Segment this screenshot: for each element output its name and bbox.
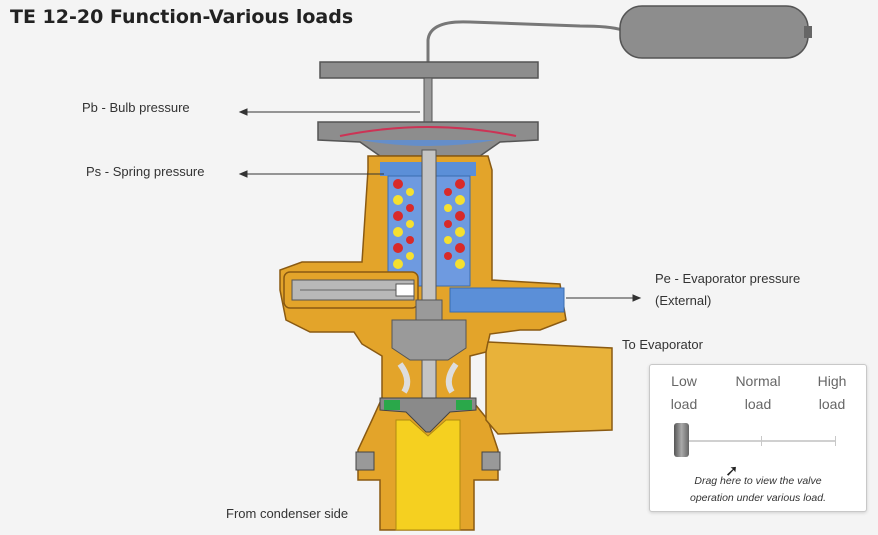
hint-line2: operation under various load. [689,492,826,504]
page-title: TE 12-20 Function-Various loads [10,6,354,28]
hint-line1: Drag here to view the valve [694,475,822,487]
orifice-assembly [391,319,467,361]
normal-tick [761,436,762,446]
pb-label: Pb - Bulb pressure [82,100,190,115]
inlet-liquid [395,419,461,531]
low-load-line1: Low [671,373,697,389]
low-load-line2: load [670,396,698,412]
normal-load-option[interactable]: Normal load [726,370,790,416]
valve-seat [379,397,477,433]
outlet-pipe [485,341,613,435]
high-load-line1: High [817,373,847,389]
sensor-bulb [619,5,809,59]
spring-coils [393,179,465,269]
pe-external-label: (External) [655,293,712,308]
pointer-cursor-icon: ➚ [725,463,739,480]
top-plate [319,61,539,79]
normal-load-line1: Normal [735,373,781,389]
slider-hint: Drag here to view the valve operation un… [658,473,858,507]
load-slider-handle[interactable] [674,423,689,457]
valve-stem [421,149,437,401]
normal-load-line2: load [744,396,772,412]
high-load-option[interactable]: High load [804,370,860,416]
high-tick [835,436,836,446]
capillary-tube [426,20,623,62]
load-control-panel: Low load Normal load High load Drag here… [649,364,867,512]
ps-label: Ps - Spring pressure [86,164,205,179]
pe-label: Pe - Evaporator pressure [655,271,801,286]
equalizer-channel [449,287,565,313]
load-slider-track[interactable] [686,436,836,446]
low-load-option[interactable]: Low load [656,370,712,416]
high-load-line2: load [818,396,846,412]
from-condenser-label: From condenser side [226,506,349,521]
to-evaporator-label: To Evaporator [622,337,703,352]
